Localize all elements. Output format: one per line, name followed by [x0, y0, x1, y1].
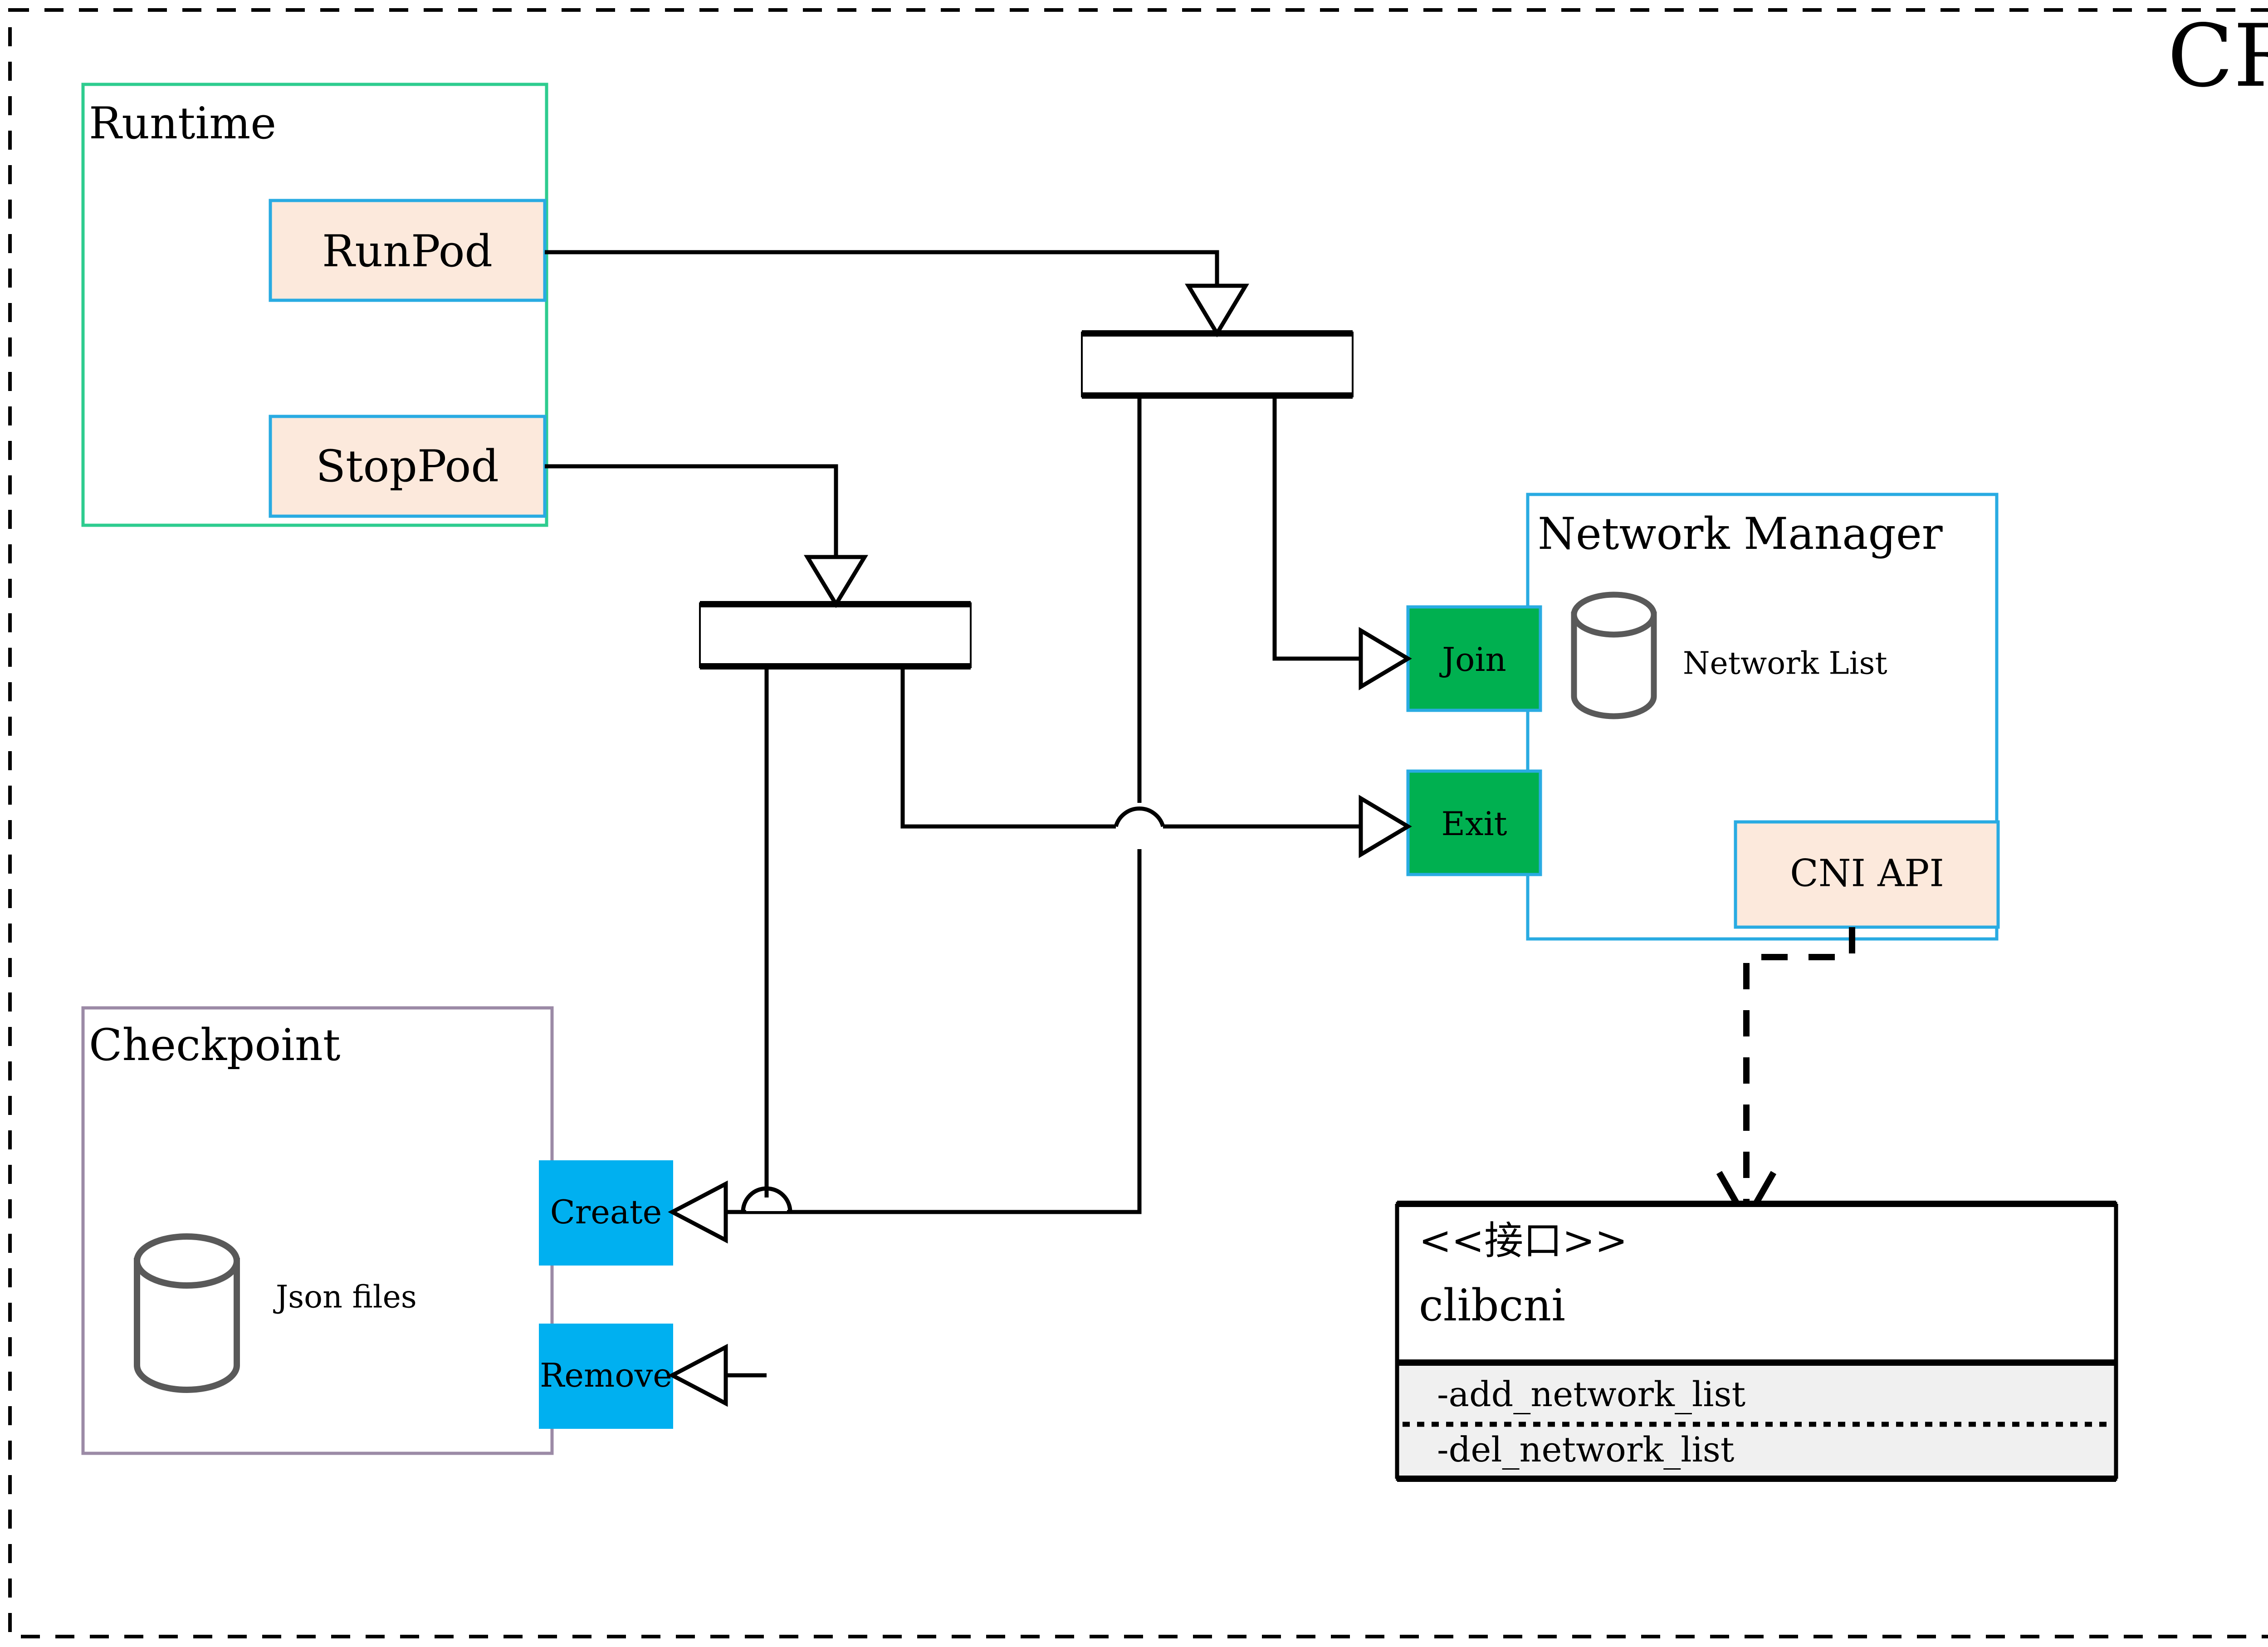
fork-bar-top — [1081, 330, 1354, 399]
line-hop-create-remove — [741, 1186, 792, 1212]
outer-frame — [8, 8, 2268, 1638]
exit-label: Exit — [1441, 805, 1507, 843]
cni-api-node[interactable] — [1734, 820, 2000, 929]
clibcni-method-0: -add_network_list — [1437, 1374, 1745, 1414]
join-label: Join — [1439, 640, 1506, 679]
remove-label: Remove — [540, 1356, 672, 1394]
runtime-container — [81, 83, 548, 527]
network-list-cylinder-icon — [1571, 591, 1657, 719]
join-node[interactable] — [1406, 605, 1542, 712]
cni-api-label: CNI API — [1790, 852, 1944, 895]
json-files-cylinder-icon — [134, 1233, 240, 1393]
fork-bar-bottom — [699, 601, 972, 670]
checkpoint-container-label: Checkpoint — [89, 1020, 340, 1070]
stoppod-label: StopPod — [316, 441, 499, 492]
connector-runpod-to-fork — [545, 250, 1249, 337]
page-title: CRI — [2167, 6, 2268, 106]
runtime-container-label: Runtime — [89, 98, 276, 149]
connector-fork-to-exit — [764, 667, 1412, 1212]
remove-node[interactable] — [539, 1324, 673, 1429]
connector-fork-to-create — [668, 396, 1165, 1244]
create-label: Create — [550, 1193, 662, 1231]
network-manager-container — [1526, 493, 1999, 941]
clibcni-interface-box[interactable] — [1395, 1201, 2118, 1482]
json-files-label: Json files — [273, 1280, 417, 1315]
runpod-label: RunPod — [322, 226, 493, 277]
connector-fork-to-join — [1272, 396, 1412, 690]
clibcni-name: clibcni — [1419, 1280, 1565, 1331]
clibcni-method-1: -del_network_list — [1437, 1429, 1734, 1470]
clibcni-stereotype: <<接口>> — [1419, 1218, 1628, 1264]
connector-stoppod-to-fork — [545, 464, 868, 608]
connector-cniapi-to-clibcni — [1716, 927, 1855, 1227]
network-manager-container-label: Network Manager — [1538, 508, 1943, 559]
network-list-label: Network List — [1683, 646, 1887, 682]
exit-node[interactable] — [1406, 769, 1542, 876]
runpod-node[interactable] — [269, 199, 547, 302]
connector-fork-to-remove — [668, 1344, 767, 1407]
create-node[interactable] — [539, 1160, 673, 1266]
stoppod-node[interactable] — [269, 415, 547, 518]
